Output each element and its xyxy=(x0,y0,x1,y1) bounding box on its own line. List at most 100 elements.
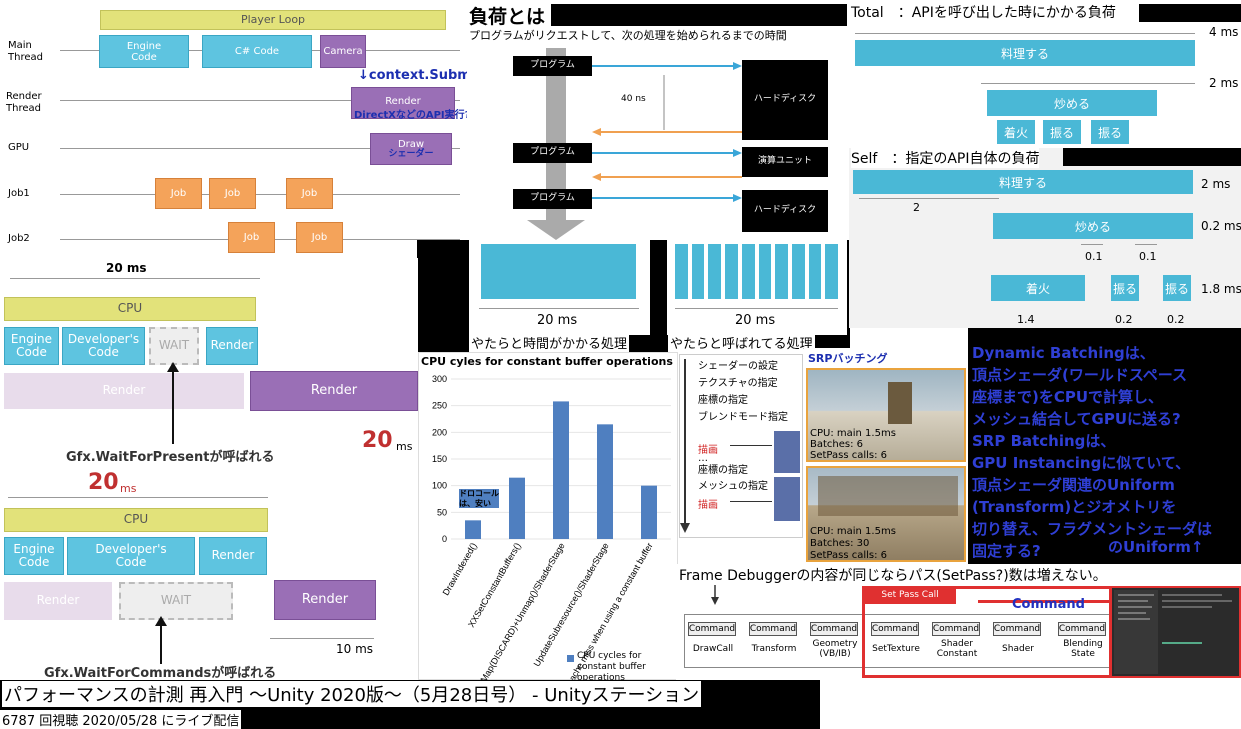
video-title[interactable]: パフォーマンスの計測 再入門 〜Unity 2020版〜（5月28日号） - U… xyxy=(2,681,702,707)
srp-stat: Batches: 6 xyxy=(810,439,864,450)
harddisk-box: ハードディスク xyxy=(742,60,828,140)
y-tick-label: 150 xyxy=(432,454,447,464)
ms-label: 10 ms xyxy=(336,642,374,656)
row-job2: Job2 xyxy=(8,233,30,244)
command-label: DrawCall xyxy=(692,644,734,654)
gfx-waitforpresent-label: Gfx.WaitForPresentが呼ばれる xyxy=(66,450,275,465)
developer-code-block: Developer's Code xyxy=(62,327,145,365)
row-main-thread: Main Thread xyxy=(8,40,43,63)
note-line: SRP Batchingは、 xyxy=(972,432,1116,450)
command-box: Command xyxy=(810,622,858,636)
ns-label: 40 ns xyxy=(621,94,646,104)
x-tick-label: Map(DISCARD)+Unmap()/ShaderStage xyxy=(478,541,566,681)
gpu-draw-block: Draw シェーダー xyxy=(370,133,452,165)
command-label: Blending State xyxy=(1063,639,1103,660)
render-state-list: シェーダーの設定 テクスチャの指定 座標の指定 ブレンドモード指定 描画 … 座… xyxy=(679,354,803,538)
note-line: 頂点シェーダ(ワールドスペース xyxy=(972,366,1188,384)
value-label: 0.2 xyxy=(1115,313,1133,326)
directx-label: DirectXなどのAPI実行? xyxy=(354,110,471,121)
value-label: 0.1 xyxy=(1139,250,1157,263)
y-tick-label: 250 xyxy=(432,401,447,411)
load-title: 負荷とは xyxy=(469,6,546,28)
command-box: Command xyxy=(932,622,980,636)
ms-big-number: 20 xyxy=(362,428,393,453)
value-label: 2 ms xyxy=(1201,177,1231,191)
camera-block: Camera xyxy=(320,35,366,68)
command-box: Command xyxy=(871,622,919,636)
y-tick-label: 300 xyxy=(432,374,447,384)
command-box: Command xyxy=(749,622,797,636)
many-calls-label: やたらと呼ばれてる処理 xyxy=(668,333,815,352)
list-item: テクスチャの指定 xyxy=(698,378,778,389)
bar xyxy=(641,485,657,539)
gfx-waitforcommands-label: Gfx.WaitForCommandsが呼ばれる xyxy=(44,666,277,681)
x-tick-label: UpdateSubresource()/ShaderStage xyxy=(532,541,611,668)
note-line: 固定する? xyxy=(972,542,1041,560)
y-tick-label: 100 xyxy=(432,481,447,491)
value-label: 0.1 xyxy=(1085,250,1103,263)
footer: パフォーマンスの計測 再入門 〜Unity 2020版〜（5月28日号） - U… xyxy=(0,680,820,729)
character-thumbnail xyxy=(774,431,800,473)
list-item: メッシュの指定 xyxy=(698,481,768,492)
bar xyxy=(553,401,569,539)
y-tick-label: 0 xyxy=(442,534,447,544)
ms-unit: ms xyxy=(120,482,137,495)
csharp-code-block: C# Code xyxy=(202,35,312,68)
srp-title: SRPバッチング xyxy=(808,352,888,365)
constant-buffer-chart: CPU cyles for constant buffer operations… xyxy=(418,352,678,683)
job-block: Job xyxy=(286,178,333,209)
frame-debugger-panel: Frame Debuggerの内容が同じならパス(SetPass?)数は増えない… xyxy=(676,564,1241,680)
engine-code-block: Engine Code xyxy=(4,327,59,365)
character-thumbnail xyxy=(774,477,800,521)
chart-legend: CPU cycles for constant buffer operation… xyxy=(577,651,646,683)
total-panel: Total ：APIを呼び出した時にかかる負荷 4 ms 料理する 2 ms 炒… xyxy=(849,0,1241,148)
list-item: 座標の指定 xyxy=(698,395,748,406)
x-tick-label: DrawIndexed() xyxy=(441,541,479,597)
bar xyxy=(597,424,613,539)
job-block: Job xyxy=(155,178,202,209)
value-label: 0.2 ms xyxy=(1201,219,1241,233)
note-arrow: のUniform↑ xyxy=(1108,538,1204,556)
command-label: Shader Constant xyxy=(936,639,978,660)
self-title: Self ：指定のAPI自体の負荷 xyxy=(851,148,1040,168)
row-render-thread: Render Thread xyxy=(6,91,42,114)
list-item: シェーダーの設定 xyxy=(698,361,778,372)
job-block: Job xyxy=(209,178,256,209)
render-faded-block: Render xyxy=(4,582,112,620)
wait-block: WAIT xyxy=(149,327,199,365)
video-meta: 6787 回視聴 2020/05/28 にライブ配信 xyxy=(0,710,242,729)
cpu-wait-present-panel: 20 ms CPU Engine Code Developer's Code W… xyxy=(0,258,418,466)
cook-bar: 料理する xyxy=(853,170,1193,194)
total-title: Total ：APIを呼び出した時にかかる負荷 xyxy=(851,5,1116,21)
gpu-render-block: Render xyxy=(250,371,418,411)
command-box: Command xyxy=(1058,622,1106,636)
value-label: 1.8 ms xyxy=(1201,282,1241,296)
srp-batching-panel: SRPバッチング CPU: main 1.5ms Batches: 6 SetP… xyxy=(804,348,968,564)
srp-stat: SetPass calls: 6 xyxy=(810,450,888,461)
list-item-draw: 描画 xyxy=(698,445,718,456)
srp-stat: SetPass calls: 6 xyxy=(810,550,888,561)
wait-block: WAIT xyxy=(119,582,233,620)
row-job1: Job1 xyxy=(8,188,30,199)
command-overlay: Command xyxy=(1012,597,1085,612)
note-line: 頂点シェーダ関連のUniform xyxy=(972,476,1175,494)
developer-code-block: Developer's Code xyxy=(67,537,195,575)
ms-label: 20 ms xyxy=(735,313,776,328)
note-line: (Transform)とジオメトリを xyxy=(972,498,1177,516)
chart-annotation: ドロコール は、安い xyxy=(459,489,499,509)
ms-unit: ms xyxy=(396,440,413,453)
job-block: Job xyxy=(296,222,343,253)
row-gpu: GPU xyxy=(8,142,30,153)
y-tick-label: 50 xyxy=(437,507,447,517)
engine-code-block: Engine Code xyxy=(4,537,64,575)
srp-stat: CPU: main 1.5ms xyxy=(810,526,896,537)
shake-bar: 振る xyxy=(1043,120,1081,144)
note-line: 切り替え、フラグメントシェーダは xyxy=(972,520,1213,538)
command-box: Command xyxy=(993,622,1041,636)
player-loop-panel: Player Loop Main Thread Render Thread GP… xyxy=(0,0,501,262)
ms-big-number: 20 xyxy=(88,470,119,495)
srp-stat: Batches: 30 xyxy=(810,538,870,549)
shake-bar: 振る xyxy=(1111,275,1139,301)
ms-label: 20 ms xyxy=(537,313,578,328)
command-label: Geometry (VB/IB) xyxy=(812,639,858,660)
